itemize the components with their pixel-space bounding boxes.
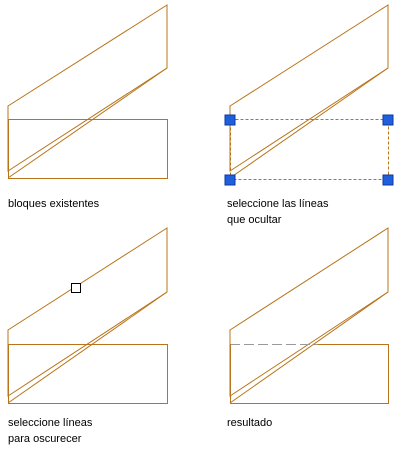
- diagonal-line: [229, 291, 389, 404]
- grip-bottom-left[interactable]: [224, 174, 236, 186]
- panel-result: [229, 227, 389, 404]
- grip-top-left[interactable]: [224, 114, 236, 126]
- rectangle-block: [8, 119, 168, 179]
- caption-select-obscuring-lines: seleccione líneas para oscurecer: [8, 415, 92, 447]
- parallelogram-block: [229, 4, 389, 172]
- parallelogram-block: [229, 227, 389, 397]
- panel-select-obscuring-lines: [7, 227, 168, 404]
- caption-select-lines-to-hide: seleccione las líneas que ocultar: [227, 196, 329, 228]
- panel-existing-blocks: [7, 4, 168, 179]
- caption-result: resultado: [227, 415, 272, 431]
- selection-window: [230, 119, 389, 180]
- caption-line: seleccione las líneas: [227, 198, 329, 210]
- pick-box-cursor[interactable]: [71, 283, 81, 293]
- rectangle-block: [8, 344, 168, 404]
- caption-line: para oscurecer: [8, 433, 82, 445]
- caption-line: seleccione líneas: [8, 417, 93, 429]
- parallelogram-block: [7, 227, 168, 397]
- diagonal-line: [7, 67, 168, 179]
- diagonal-line: [229, 67, 389, 179]
- parallelogram-block: [7, 4, 168, 172]
- panel-select-lines-to-hide: [224, 4, 394, 186]
- caption-line: resultado: [227, 417, 273, 429]
- diagonal-line: [7, 291, 168, 404]
- grip-top-right[interactable]: [382, 114, 394, 126]
- caption-line: bloques existentes: [8, 198, 100, 210]
- caption-existing-blocks: bloques existentes: [8, 196, 99, 212]
- caption-line: que ocultar: [227, 214, 282, 226]
- grip-bottom-right[interactable]: [382, 174, 394, 186]
